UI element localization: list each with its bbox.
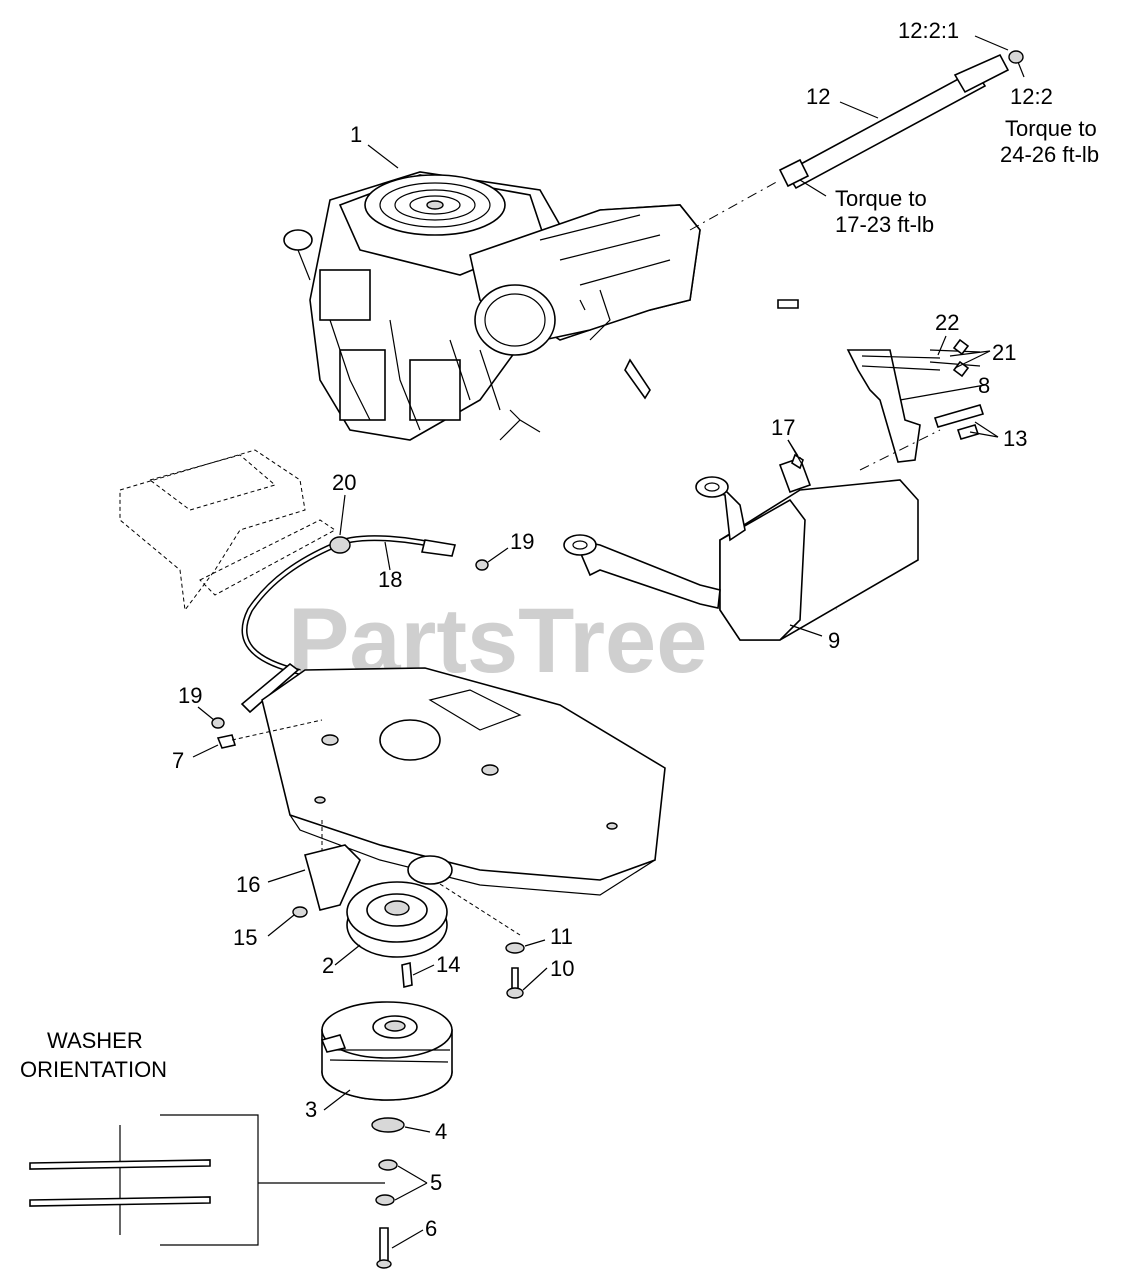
air-cleaner-cover [474, 284, 556, 356]
callout-19-left: 19 [178, 683, 202, 708]
callout-14: 14 [436, 952, 460, 977]
torque-note-pto-line1: Torque to [835, 186, 927, 211]
callout-12-2: 12:2 [1010, 84, 1053, 109]
callout-20: 20 [332, 470, 356, 495]
leader-lines [192, 35, 1025, 1249]
belt-guide-part-16 [292, 844, 361, 918]
callout-labels: 1 2 3 4 5 6 7 8 9 10 11 12 12:2 12:2:1 1… [172, 18, 1053, 1241]
torque-nut-12-2 [1008, 50, 1024, 64]
muffler-bracket-part-8 [777, 299, 985, 471]
fuel-line-part-18 [211, 535, 489, 729]
key-part-14 [401, 961, 413, 989]
hose-clamp-19-right [475, 559, 489, 571]
exhaust-pipe-lower [573, 538, 721, 609]
callout-19-right: 19 [510, 529, 534, 554]
washer-part-11 [505, 942, 525, 954]
callout-1: 1 [350, 122, 362, 147]
mounting-plate [216, 667, 666, 936]
engine-assembly [283, 171, 701, 441]
nut-part-15 [292, 906, 308, 918]
washer-title-line2: ORIENTATION [20, 1057, 167, 1082]
callout-15: 15 [233, 925, 257, 950]
pulley-part-2 [346, 881, 448, 989]
callout-6: 6 [425, 1216, 437, 1241]
muffler-part-9 [563, 453, 919, 641]
callout-10: 10 [550, 956, 574, 981]
callout-22: 22 [935, 310, 959, 335]
callout-12: 12 [806, 84, 830, 109]
callout-2: 2 [322, 953, 334, 978]
hose-clamp-19-left [211, 717, 225, 729]
torque-note-pto-line2: 17-23 ft-lb [835, 212, 934, 237]
bolt-part-6 [379, 1227, 389, 1263]
callout-5: 5 [430, 1170, 442, 1195]
torque-notes: Torque to 17-23 ft-lb Torque to 24-26 ft… [835, 116, 1099, 237]
callout-17: 17 [771, 415, 795, 440]
callout-8: 8 [978, 373, 990, 398]
washer-title-line1: WASHER [47, 1028, 143, 1053]
callout-21: 21 [992, 340, 1016, 365]
callout-7: 7 [172, 748, 184, 773]
pto-tube-part-12 [689, 50, 1024, 231]
spacer-part-4 [371, 1117, 405, 1133]
fuel-fitting [624, 358, 651, 400]
callout-4: 4 [435, 1119, 447, 1144]
pto-clutch-part-3 [320, 1001, 453, 1101]
pin-part-7 [216, 734, 237, 749]
washer-part-5a [378, 1159, 398, 1171]
callout-3: 3 [305, 1097, 317, 1122]
torque-note-nut-line1: Torque to [1005, 116, 1097, 141]
frame-ghost-outline [119, 449, 336, 612]
callout-11: 11 [550, 924, 573, 949]
callout-16: 16 [236, 872, 260, 897]
washer-orientation-detail: WASHER ORIENTATION [20, 1028, 385, 1246]
ignition-module [319, 269, 371, 321]
fuel-line-clamp-20 [329, 536, 351, 554]
bolt-washer-10-11 [505, 942, 525, 999]
washer-part-5b [375, 1194, 395, 1206]
callout-13: 13 [1003, 426, 1027, 451]
callout-9: 9 [828, 628, 840, 653]
callout-18: 18 [378, 567, 402, 592]
hardware-4-5-6 [371, 1117, 405, 1269]
torque-note-nut-line2: 24-26 ft-lb [1000, 142, 1099, 167]
callout-12-2-1: 12:2:1 [898, 18, 959, 43]
bolt-part-10 [506, 987, 524, 999]
oil-fill-cap [283, 229, 313, 251]
